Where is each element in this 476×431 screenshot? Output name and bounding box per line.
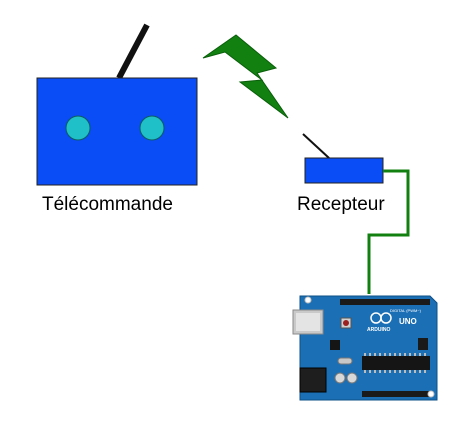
digital-header-label: DIGITAL (PWM~) (390, 308, 422, 313)
remote-button-left (65, 115, 91, 141)
receiver-antenna (302, 133, 330, 159)
analog-header (362, 391, 430, 397)
remote-label: Télécommande (42, 194, 173, 215)
mount-hole (427, 390, 435, 398)
receiver-body (304, 157, 384, 184)
receiver (302, 133, 384, 184)
microcontroller-chip (362, 356, 430, 370)
board-model-text: UNO (399, 317, 417, 326)
usb-chip (330, 340, 340, 350)
icsp-header (418, 338, 428, 350)
remote-button-right (139, 115, 165, 141)
remote-antenna (116, 23, 150, 80)
arduino-logo: ARDUINO (367, 312, 392, 333)
usb-port-inner (296, 313, 320, 331)
mount-hole (304, 296, 312, 304)
capacitor-2 (346, 372, 358, 384)
board-logo-text: ARDUINO (367, 327, 390, 333)
capacitor-1 (334, 372, 346, 384)
remote-body (36, 77, 198, 186)
digital-header (340, 299, 430, 305)
reset-button-cap (343, 320, 349, 326)
chip-pins (364, 353, 426, 373)
arduino-uno-board: DIGITAL (PWM~) ARDUINO UNO (292, 295, 438, 401)
remote-control (36, 23, 198, 186)
receiver-label: Recepteur (297, 194, 385, 215)
lightning-bolt-icon (202, 34, 289, 119)
connection-wire (367, 169, 410, 294)
crystal-oscillator (337, 357, 353, 365)
power-jack (299, 367, 327, 393)
